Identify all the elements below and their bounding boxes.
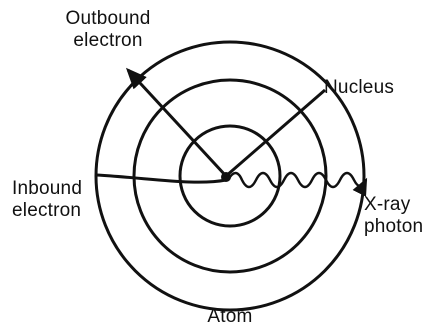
xray-label-line1: X-ray [364, 194, 411, 215]
outbound-label-line2: electron [73, 30, 143, 51]
xray-label-line2: photon [364, 216, 424, 237]
outbound-electron-arrow [125, 67, 228, 178]
middle-shell [132, 78, 328, 274]
outbound-label-line1: Outbound [65, 8, 151, 29]
nucleus-leader-line [225, 88, 326, 178]
xray-photon-label: X-ray photon [364, 194, 423, 238]
inbound-label-line2: electron [12, 200, 82, 221]
inbound-electron-path [95, 173, 227, 184]
atom-label: Atom [207, 306, 253, 327]
inbound-electron-label: Inbound electron [12, 178, 82, 222]
inbound-label-line1: Inbound [12, 178, 83, 199]
xray-photon-wave [226, 171, 368, 197]
nucleus-label: Nucleus [324, 77, 395, 98]
outbound-electron-label: Outbound electron [56, 8, 160, 52]
inner-shell [178, 124, 282, 228]
